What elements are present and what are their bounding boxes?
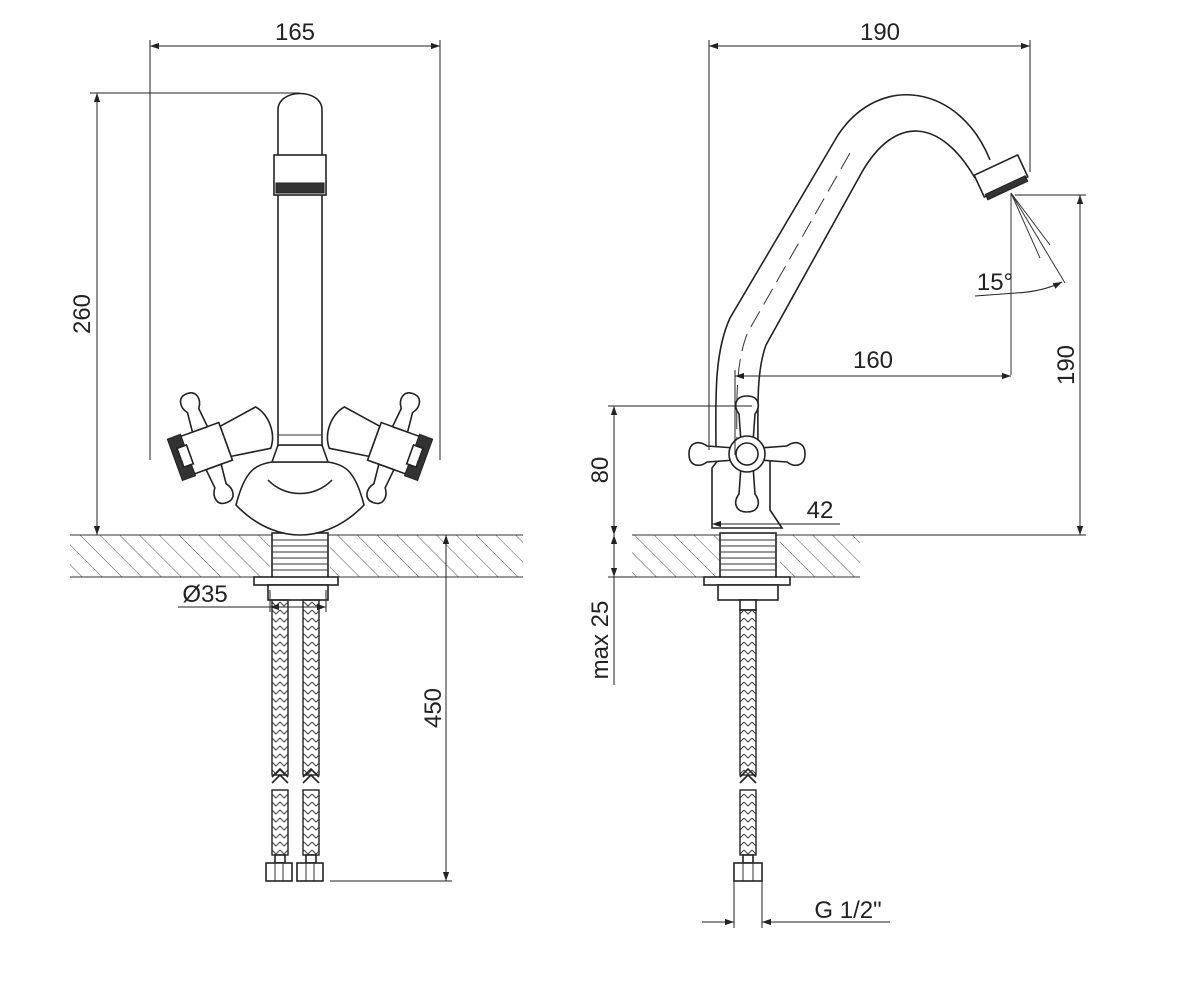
counter-thickness-label: max 25 <box>587 601 614 680</box>
handle-height-label: 80 <box>587 457 614 484</box>
dimension-front-width: 165 <box>149 19 441 460</box>
side-threaded-shank <box>703 532 791 601</box>
front-threaded-shank <box>253 532 339 601</box>
dimension-body-width: 42 <box>712 497 840 528</box>
dimension-connection-thread: G 1/2" <box>702 881 890 928</box>
front-countertop <box>70 534 523 578</box>
dimension-spout-reach: 160 <box>734 347 1011 455</box>
dimension-handle-height: 80 <box>587 405 752 535</box>
front-faucet-body <box>235 92 365 536</box>
base-diameter-label: Ø35 <box>182 581 227 608</box>
dimension-front-height: 260 <box>69 92 300 535</box>
connection-thread-label: G 1/2" <box>814 897 881 924</box>
front-view: 165 260 Ø35 450 <box>69 19 523 882</box>
spout-height-label: 190 <box>1053 345 1080 385</box>
dimension-side-width: 190 <box>708 19 1031 450</box>
dimension-hose-length: 450 <box>330 535 452 882</box>
front-height-label: 260 <box>69 294 96 334</box>
hose-length-label: 450 <box>420 688 447 728</box>
side-width-label: 190 <box>860 19 900 46</box>
front-flexible-hoses <box>265 599 324 882</box>
side-aerator <box>973 153 1029 201</box>
dimension-base-diameter: Ø35 <box>178 581 327 612</box>
front-width-label: 165 <box>275 19 315 46</box>
spray-angle-cone: 15° <box>974 192 1066 375</box>
dimension-spout-height: 190 <box>860 194 1086 536</box>
spout-reach-label: 160 <box>853 347 893 374</box>
side-cross-handle <box>688 395 806 513</box>
front-left-handle <box>166 392 274 505</box>
front-right-handle <box>326 392 434 505</box>
dimension-counter-thickness: max 25 <box>587 535 632 685</box>
side-view: 15° 190 160 190 80 <box>587 19 1086 928</box>
body-width-label: 42 <box>807 497 834 524</box>
side-flexible-hose <box>733 599 763 882</box>
spray-angle-label: 15° <box>977 269 1013 296</box>
